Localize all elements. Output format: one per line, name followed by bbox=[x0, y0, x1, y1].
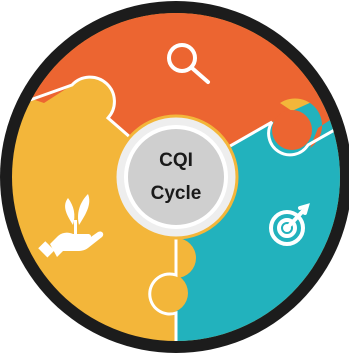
seam-top-left bbox=[29, 75, 177, 179]
center-title-line1: CQI bbox=[159, 150, 193, 171]
seam-bottom bbox=[148, 177, 178, 341]
seam-top-right bbox=[175, 120, 340, 179]
segment-left-tab bbox=[148, 273, 188, 313]
hub-center bbox=[124, 125, 228, 229]
target-icon bbox=[269, 203, 310, 246]
center-title-line2: Cycle bbox=[151, 183, 202, 204]
magnifying-glass-icon bbox=[167, 43, 210, 84]
segment-top-tab bbox=[272, 110, 312, 150]
hand-plant-icon bbox=[38, 194, 104, 258]
